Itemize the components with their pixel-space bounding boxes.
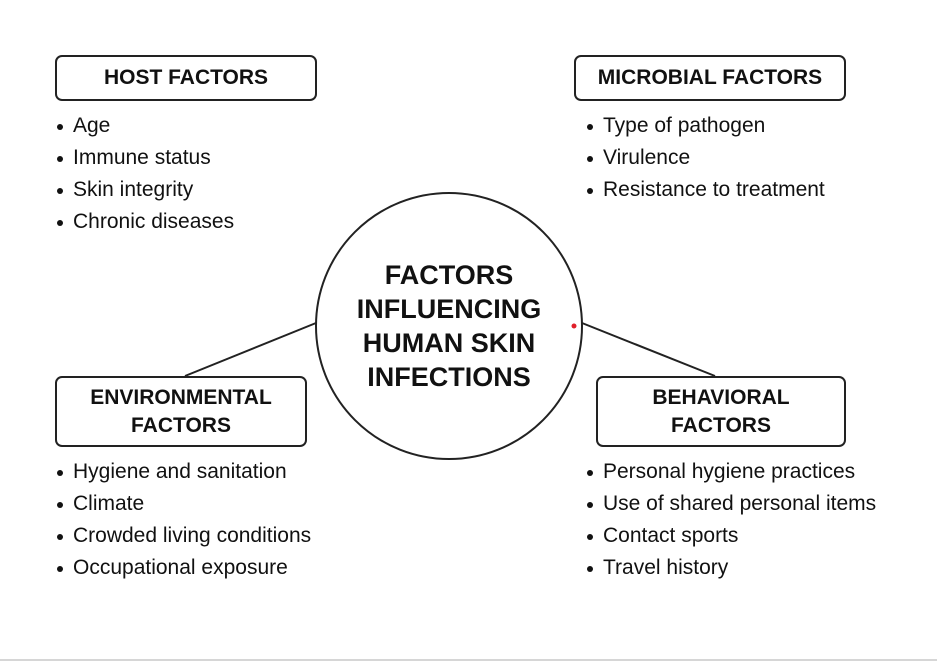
behavioral-factors-box: BEHAVIORAL FACTORS: [596, 376, 846, 447]
center-title-line: FACTORS: [384, 260, 514, 290]
list-item: Crowded living conditions: [55, 520, 311, 552]
microbial-factors-box: MICROBIAL FACTORS: [574, 55, 846, 101]
connector-behavioral: [581, 322, 716, 377]
list-item: Travel history: [585, 552, 876, 584]
list-item: Type of pathogen: [585, 110, 825, 142]
list-item: Chronic diseases: [55, 206, 234, 238]
host-factors-title: HOST FACTORS: [103, 66, 269, 89]
center-circle: [315, 192, 583, 460]
list-item: Use of shared personal items: [585, 488, 876, 520]
center-title: FACTORS INFLUENCING HUMAN SKIN INFECTION…: [316, 193, 582, 459]
environmental-factors-box: ENVIRONMENTAL FACTORS: [55, 376, 307, 447]
list-item: Occupational exposure: [55, 552, 311, 584]
list-item: Immune status: [55, 142, 234, 174]
list-item: Skin integrity: [55, 174, 234, 206]
list-item: Age: [55, 110, 234, 142]
center-title-line: INFLUENCING: [356, 294, 542, 324]
list-item: Climate: [55, 488, 311, 520]
bottom-divider: [0, 659, 937, 661]
microbial-factors-list: Type of pathogen Virulence Resistance to…: [585, 110, 825, 206]
behavioral-factors-list: Personal hygiene practices Use of shared…: [585, 456, 876, 584]
list-item: Personal hygiene practices: [585, 456, 876, 488]
center-title-line: HUMAN SKIN: [362, 328, 536, 358]
microbial-factors-title: MICROBIAL FACTORS: [597, 66, 823, 89]
red-dot-marker: [571, 323, 577, 329]
list-item: Hygiene and sanitation: [55, 456, 311, 488]
environmental-factors-title: ENVIRONMENTAL: [90, 385, 272, 409]
list-item: Virulence: [585, 142, 825, 174]
center-title-line: INFECTIONS: [367, 362, 531, 392]
environmental-factors-title: FACTORS: [131, 413, 231, 437]
list-item: Contact sports: [585, 520, 876, 552]
connector-environmental: [184, 322, 317, 377]
behavioral-factors-title: FACTORS: [671, 413, 771, 437]
environmental-factors-list: Hygiene and sanitation Climate Crowded l…: [55, 456, 311, 584]
host-factors-box: HOST FACTORS: [55, 55, 317, 101]
host-factors-list: Age Immune status Skin integrity Chronic…: [55, 110, 234, 238]
behavioral-factors-title: BEHAVIORAL: [652, 385, 790, 409]
list-item: Resistance to treatment: [585, 174, 825, 206]
